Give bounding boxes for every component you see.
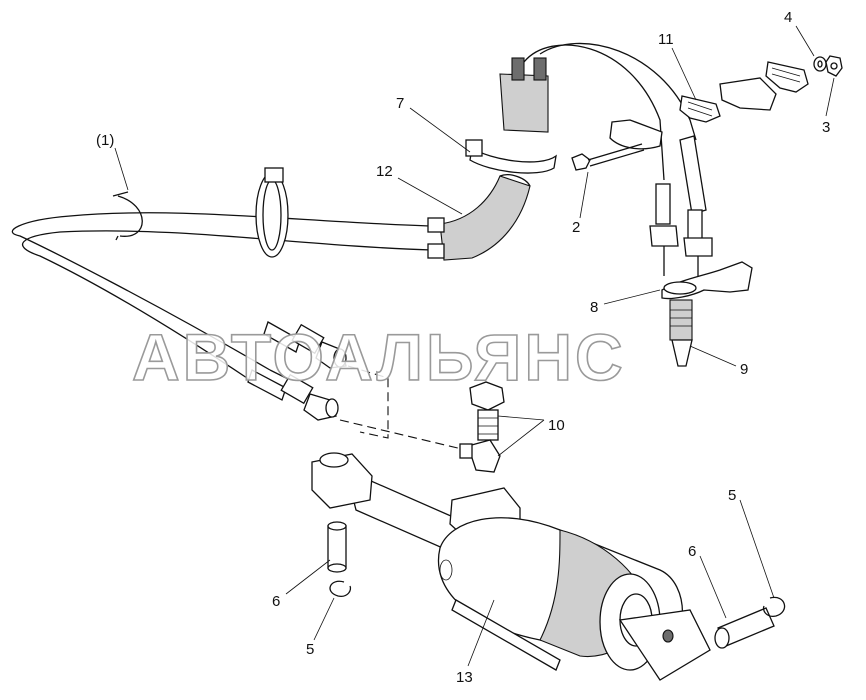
callout-3: 3	[822, 119, 830, 136]
callout-2: 2	[572, 219, 580, 236]
callout-4: 4	[784, 9, 792, 26]
pin-6-left	[327, 521, 347, 573]
hose-clamp-left	[255, 167, 289, 258]
callout-12: 12	[376, 163, 393, 180]
hose-sleeve-upper	[499, 57, 549, 133]
hose-fitting-pair-right	[649, 183, 713, 276]
banjo-bolt-10	[469, 381, 505, 441]
banjo-body-10	[459, 439, 501, 473]
callout-7: 7	[396, 95, 404, 112]
callout-9: 9	[740, 361, 748, 378]
callout-1: (1)	[96, 132, 114, 149]
circlip-5-left	[329, 580, 352, 597]
bracket-clamp-11	[609, 61, 809, 150]
nut-3	[825, 55, 843, 77]
callout-13: 13	[456, 669, 473, 686]
hose-clamp-7	[465, 139, 557, 174]
washer-4	[813, 56, 827, 72]
callout-8: 8	[590, 299, 598, 316]
hose-end-fitting-upper	[263, 321, 347, 369]
hose-end-fitting-lower	[247, 369, 339, 421]
hydraulic-cylinder-13	[311, 452, 711, 681]
watermark-text: АВТОАЛЬЯНС	[132, 320, 626, 394]
callout-6-left: 6	[272, 593, 280, 610]
leader-lines	[114, 25, 835, 667]
callout-5-right: 5	[728, 487, 736, 504]
callout-11: 11	[658, 31, 674, 48]
quick-coupler-9	[661, 261, 753, 367]
hose-retainer-bracket	[112, 191, 143, 241]
circlip-5-right	[762, 596, 786, 617]
hose-elbow-12	[427, 174, 531, 261]
callout-10: 10	[548, 417, 565, 434]
bolt-2	[571, 143, 645, 171]
callout-6-right: 6	[688, 543, 696, 560]
callout-5-left: 5	[306, 641, 314, 658]
pin-6-right	[714, 607, 775, 649]
